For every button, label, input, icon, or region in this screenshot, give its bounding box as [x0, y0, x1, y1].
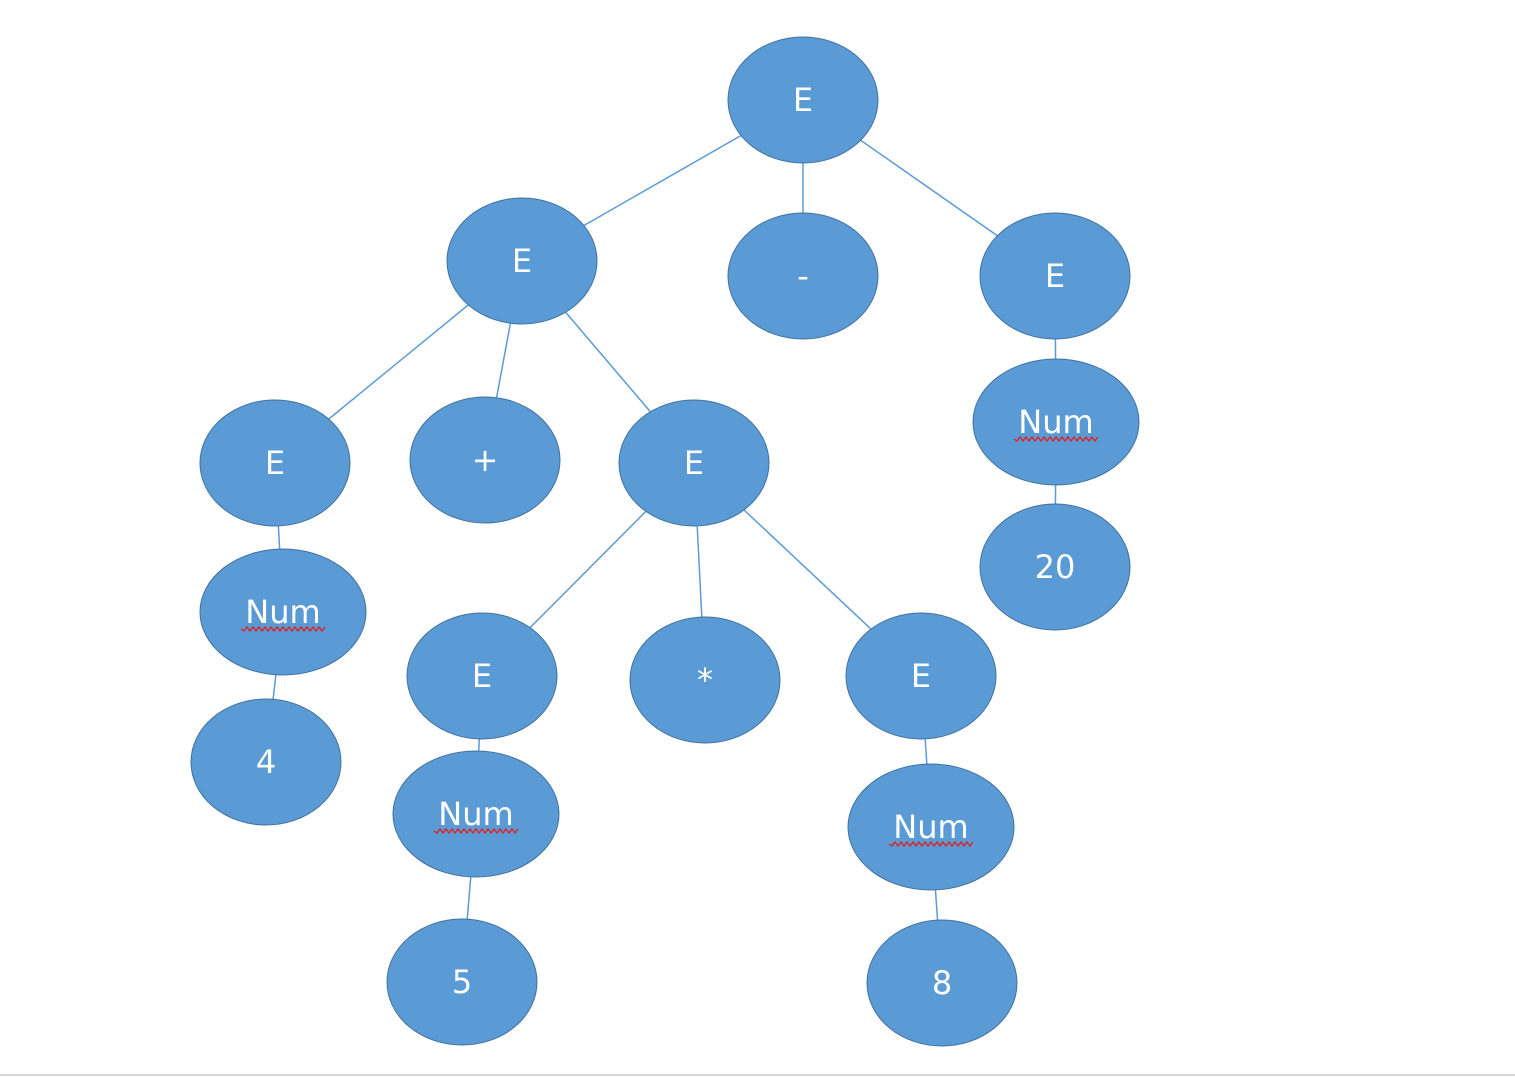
- spellcheck-underline: [433, 827, 519, 835]
- node-ellipse: [406, 612, 558, 740]
- node-ellipse: [979, 503, 1131, 631]
- node-label: +: [472, 441, 499, 479]
- page-bottom-divider: [0, 1074, 1515, 1076]
- node-e-5: E: [406, 612, 558, 740]
- node-ellipse: [392, 750, 560, 878]
- node-root: E: [727, 36, 879, 164]
- node-label: E: [265, 444, 285, 482]
- node-num-8: Num: [847, 763, 1015, 891]
- node-label: Num: [245, 593, 320, 631]
- node-label: 5: [452, 963, 472, 1001]
- node-num-4: Num: [199, 548, 367, 676]
- node-label: Num: [1018, 403, 1093, 441]
- node-ellipse: [618, 399, 770, 527]
- node-e-mul: E: [618, 399, 770, 527]
- node-ellipse: [866, 919, 1018, 1047]
- node-label: *: [697, 661, 713, 699]
- node-ellipse: [190, 698, 342, 826]
- node-label: Num: [438, 795, 513, 833]
- node-label: E: [472, 657, 492, 695]
- node-label: E: [1045, 257, 1065, 295]
- node-label: -: [797, 257, 809, 295]
- node-label: Num: [893, 808, 968, 846]
- node-ellipse: [409, 396, 561, 524]
- node-label: 4: [256, 743, 276, 781]
- node-ellipse: [199, 399, 351, 527]
- node-num-20: Num: [972, 358, 1140, 486]
- node-label: 20: [1035, 548, 1076, 586]
- node-ellipse: [847, 763, 1015, 891]
- node-label: E: [793, 81, 813, 119]
- node-ellipse: [727, 212, 879, 340]
- node-val-20: 20: [979, 503, 1131, 631]
- node-plus: +: [409, 396, 561, 524]
- node-val-5: 5: [386, 918, 538, 1046]
- spellcheck-underline: [240, 625, 326, 633]
- node-val-8: 8: [866, 919, 1018, 1047]
- node-e-8: E: [845, 612, 997, 740]
- node-num-5: Num: [392, 750, 560, 878]
- node-label: E: [911, 657, 931, 695]
- node-e-left: E: [446, 197, 598, 325]
- node-label: 8: [932, 964, 952, 1002]
- node-label: E: [512, 242, 532, 280]
- node-minus: -: [727, 212, 879, 340]
- node-ellipse: [386, 918, 538, 1046]
- node-ellipse: [972, 358, 1140, 486]
- node-ellipse: [446, 197, 598, 325]
- node-ellipse: [727, 36, 879, 164]
- spellcheck-underline: [888, 840, 974, 848]
- node-times: *: [629, 616, 781, 744]
- node-ellipse: [845, 612, 997, 740]
- node-label: E: [684, 444, 704, 482]
- node-ellipse: [979, 212, 1131, 340]
- node-e-4: E: [199, 399, 351, 527]
- node-val-4: 4: [190, 698, 342, 826]
- node-ellipse: [199, 548, 367, 676]
- node-e-right: E: [979, 212, 1131, 340]
- spellcheck-underline: [1013, 435, 1099, 443]
- node-ellipse: [629, 616, 781, 744]
